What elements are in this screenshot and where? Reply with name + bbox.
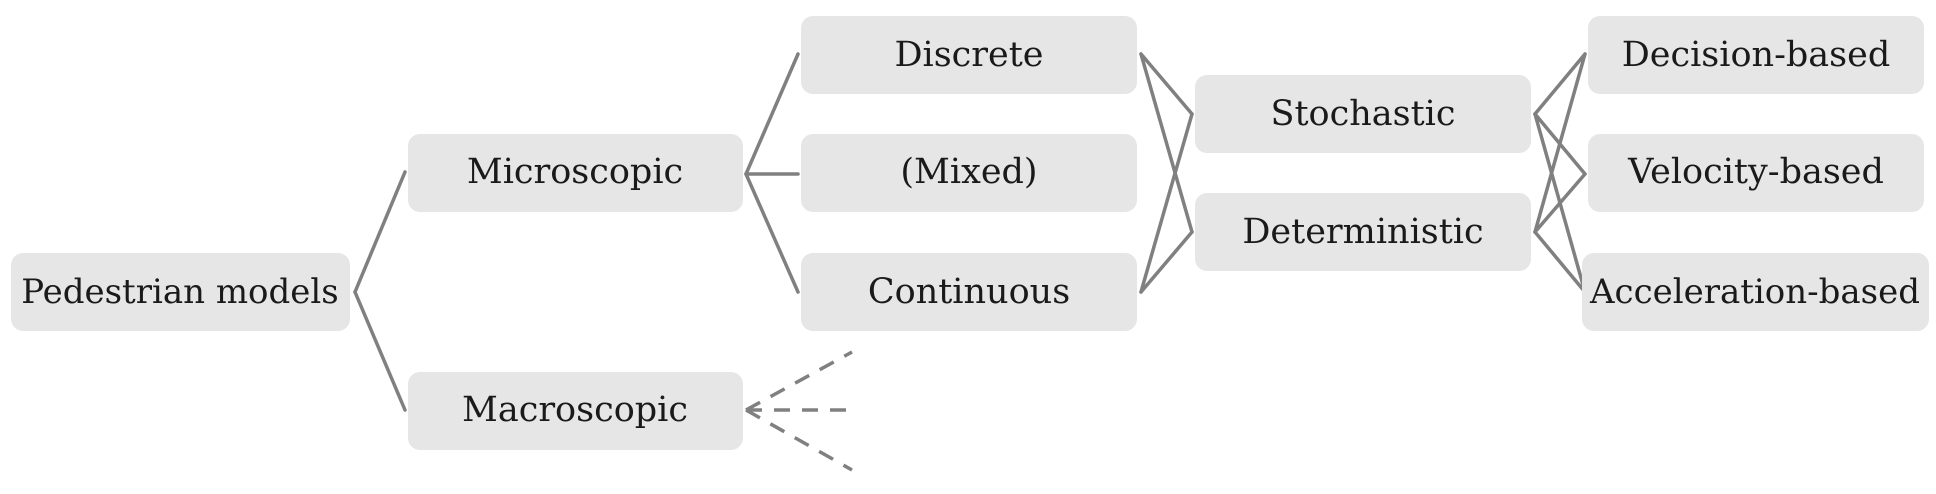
edge-discrete-stochastic: [1139, 52, 1194, 116]
edge-root-macroscopic: [353, 290, 407, 412]
node-label: Decision-based: [1622, 35, 1891, 75]
edge-stochastic-decision: [1533, 52, 1587, 116]
node-microscopic: Microscopic: [408, 134, 743, 212]
node-label: Stochastic: [1271, 94, 1456, 134]
node-label: Deterministic: [1242, 212, 1483, 252]
node-decision-based: Decision-based: [1588, 16, 1924, 94]
node-label: Continuous: [868, 272, 1070, 312]
edge-continuous-stochastic: [1139, 112, 1194, 294]
node-mixed: (Mixed): [801, 134, 1137, 212]
node-label: Pedestrian models: [21, 272, 339, 312]
edges: [353, 52, 1587, 472]
edge-microscopic-discrete: [744, 52, 800, 176]
node-deterministic: Deterministic: [1195, 193, 1531, 271]
edge-root-microscopic: [353, 170, 407, 294]
node-acceleration-based: Acceleration-based: [1582, 253, 1929, 331]
node-macroscopic: Macroscopic: [408, 372, 743, 450]
edge-deterministic-decision: [1533, 52, 1587, 234]
node-label: Acceleration-based: [1589, 272, 1920, 312]
edge-deterministic-acceleration: [1533, 230, 1587, 294]
edge-continuous-deterministic: [1139, 230, 1194, 294]
node-label: Velocity-based: [1627, 152, 1884, 192]
edge-deterministic-velocity: [1533, 172, 1587, 234]
edge-microscopic-continuous: [744, 172, 800, 294]
edge-macroscopic-dashed-down: [745, 408, 853, 472]
node-label: Discrete: [894, 35, 1043, 75]
node-label: Microscopic: [467, 152, 683, 192]
edge-macroscopic-dashed-up: [745, 350, 853, 412]
edge-discrete-deterministic: [1139, 52, 1194, 234]
node-continuous: Continuous: [801, 253, 1137, 331]
node-label: (Mixed): [900, 152, 1037, 192]
node-discrete: Discrete: [801, 16, 1137, 94]
node-pedestrian-models: Pedestrian models: [11, 253, 350, 331]
node-label: Macroscopic: [462, 390, 688, 430]
node-stochastic: Stochastic: [1195, 75, 1531, 153]
node-velocity-based: Velocity-based: [1588, 134, 1924, 212]
